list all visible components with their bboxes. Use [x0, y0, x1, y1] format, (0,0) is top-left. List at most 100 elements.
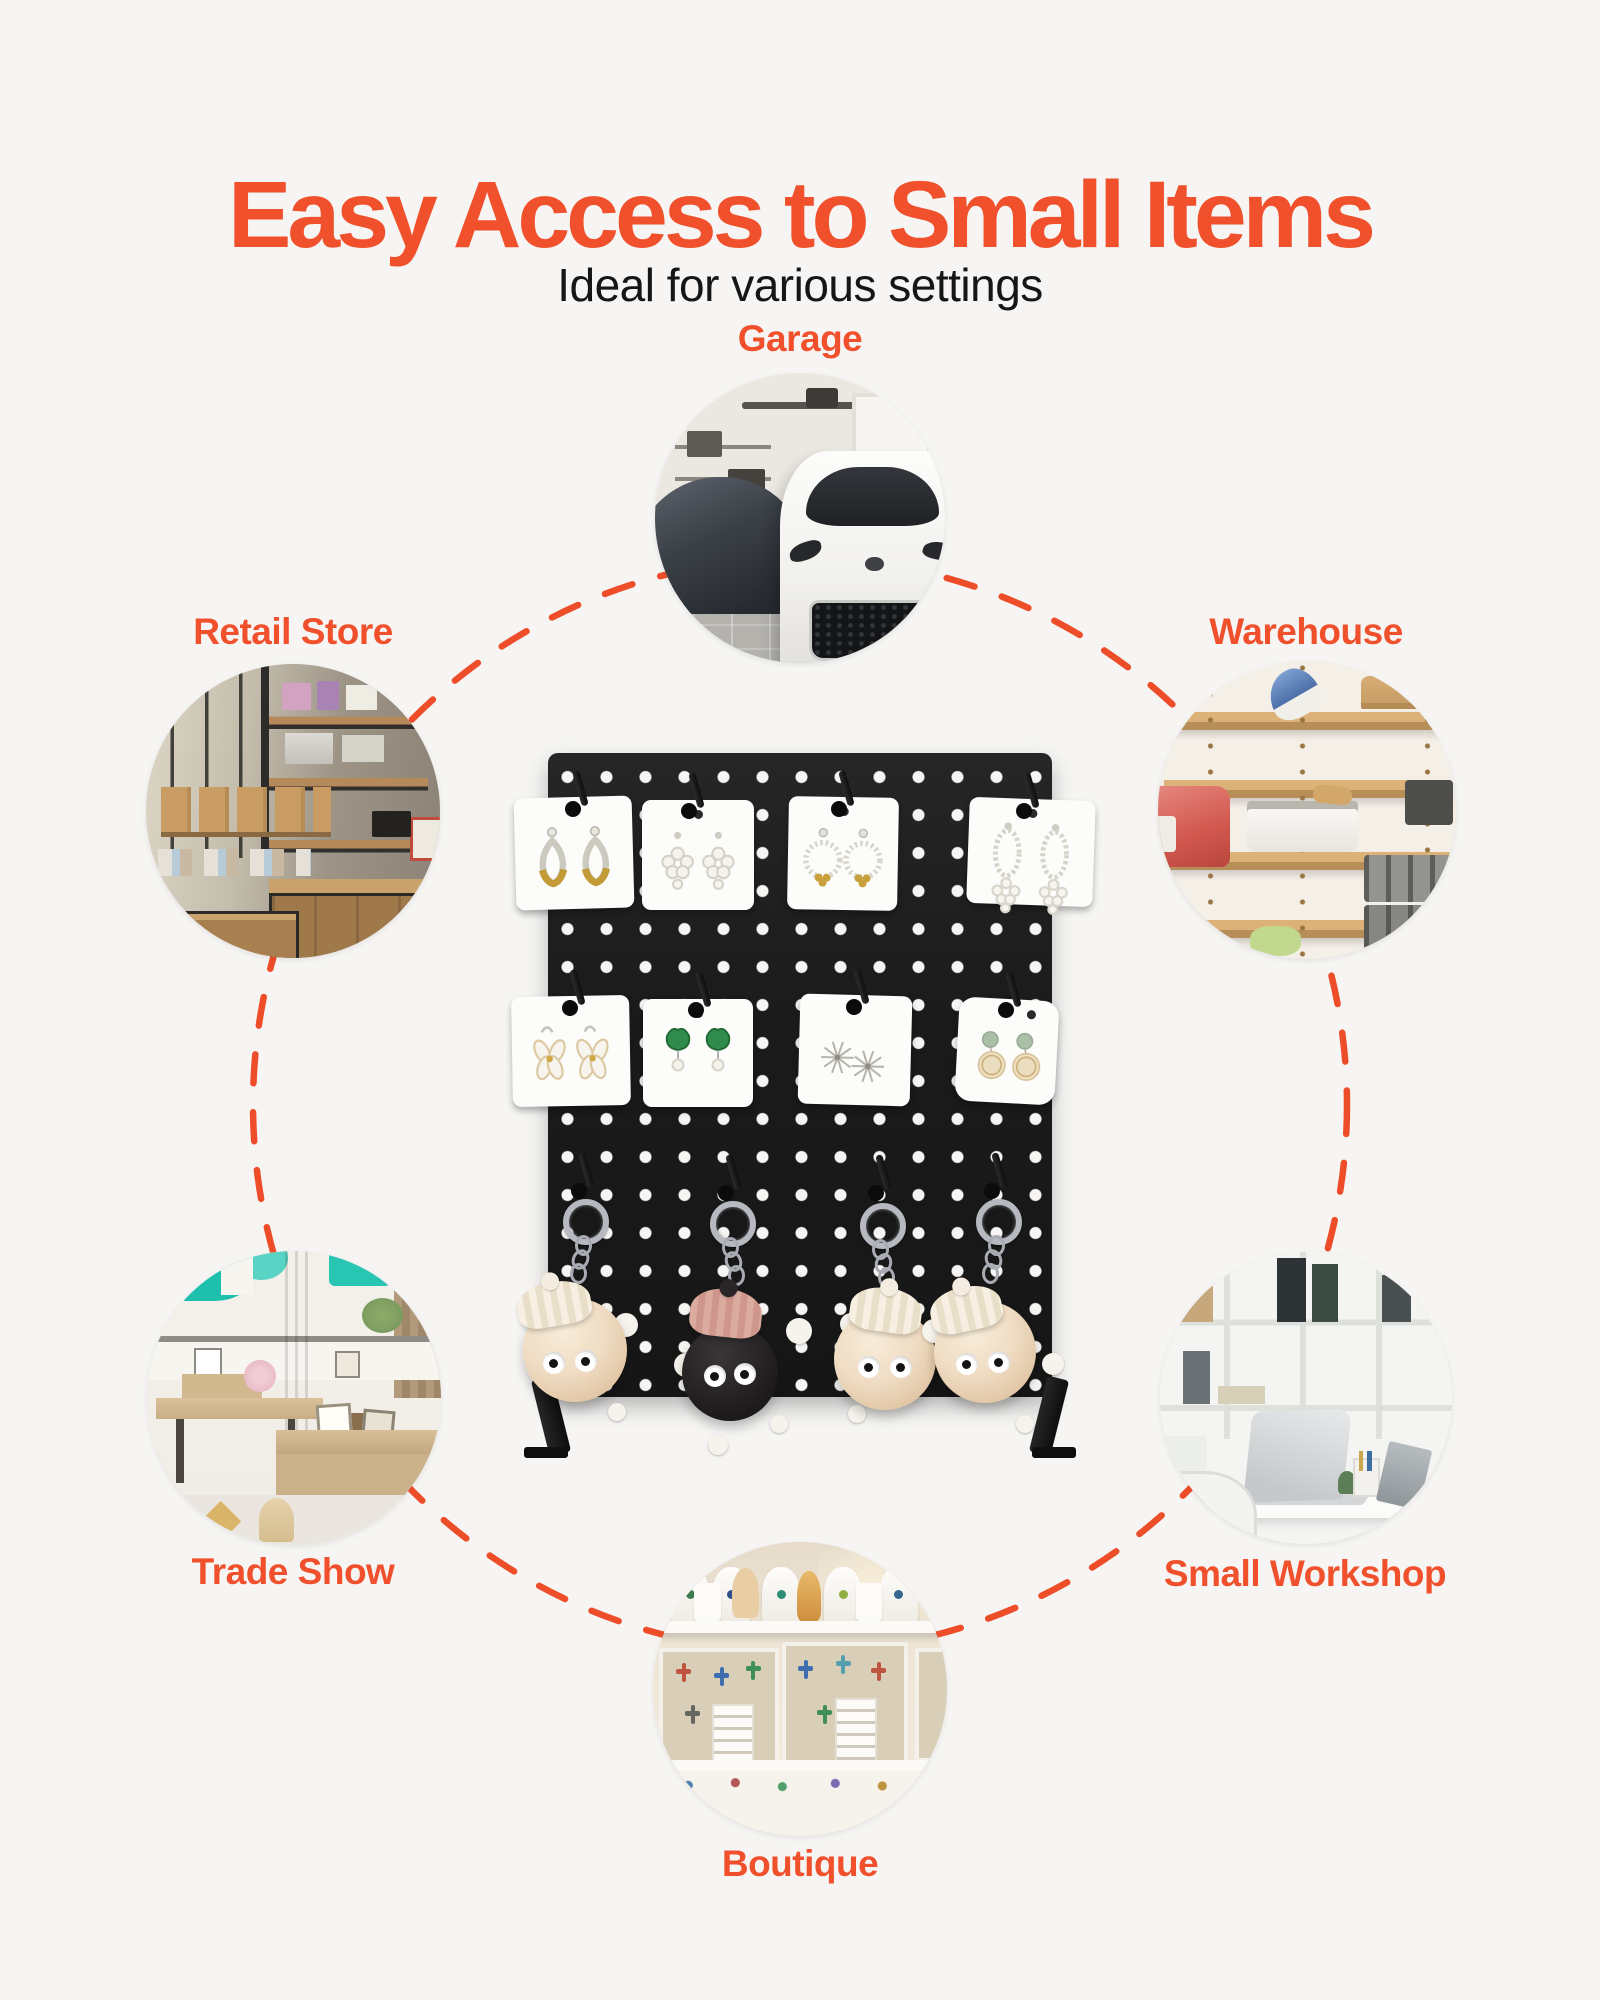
shelf-post	[260, 664, 270, 876]
plant	[361, 1298, 403, 1334]
googly-eye-icon	[575, 1350, 597, 1372]
mini-pompom	[1016, 1415, 1034, 1433]
mini-pompom	[770, 1415, 788, 1433]
display-shelf	[653, 1759, 947, 1772]
trade-show-photo	[147, 1251, 441, 1545]
display-shelf	[653, 1621, 947, 1634]
stand-foot-pad	[1032, 1447, 1076, 1458]
cross-pendant-icon	[835, 1655, 851, 1675]
display-table	[157, 910, 299, 958]
chain-link-icon	[570, 1263, 587, 1284]
earring-card-starburst	[797, 993, 913, 1107]
binder	[1183, 1351, 1210, 1404]
shelf-box	[345, 685, 378, 711]
peg-hook-icon	[562, 969, 586, 1016]
picture-frame	[335, 1350, 360, 1379]
pegboard-display	[511, 753, 1096, 1458]
necklace-bust	[823, 1566, 862, 1623]
pompom-plush	[926, 1279, 1036, 1403]
pendant-board	[915, 1647, 947, 1762]
pearl-petal-earrings-icon	[533, 1025, 609, 1081]
pendant-card	[694, 1583, 721, 1622]
peg-hook-icon	[688, 971, 712, 1018]
cross-pendant-icon	[745, 1660, 761, 1680]
pompom-plush-black	[682, 1285, 778, 1421]
gray-box	[1405, 780, 1454, 825]
shelf-pack	[342, 734, 384, 762]
peg-hook-icon	[571, 1152, 595, 1199]
paper-bags	[160, 787, 332, 837]
peg-hook-icon	[998, 971, 1022, 1018]
retail-store-photo	[146, 664, 440, 958]
page-title: Easy Access to Small Items	[228, 161, 1376, 268]
boutique-counter	[653, 1771, 947, 1836]
plant	[151, 666, 202, 703]
peg-hook-icon	[846, 968, 870, 1015]
setting-label-boutique: Boutique	[721, 1843, 879, 1884]
mini-pompom	[848, 1405, 866, 1423]
sage-disc-earrings-icon	[977, 1031, 1041, 1081]
laptop-screen	[1242, 1407, 1352, 1502]
blossom-earrings-icon	[661, 831, 735, 890]
setting-label-trade-show: Trade Show	[191, 1551, 395, 1592]
car-headlight	[920, 537, 945, 564]
peg-hook-icon	[868, 1154, 892, 1201]
storage-box	[1177, 1269, 1213, 1323]
table-front	[276, 1453, 441, 1496]
store-shelves	[269, 666, 429, 873]
googly-eye-icon	[734, 1363, 756, 1385]
railing	[147, 1336, 441, 1343]
googly-eye-icon	[890, 1356, 912, 1378]
bin-lid	[1158, 815, 1176, 852]
binder	[1276, 1257, 1306, 1323]
setting-label-garage: Garage	[737, 318, 863, 359]
page-subtitle: Ideal for various settings	[557, 259, 1043, 311]
earring-rack	[835, 1697, 878, 1764]
starburst-pins-icon	[821, 1041, 885, 1083]
setting-label-small-workshop: Small Workshop	[1163, 1553, 1447, 1594]
card-hole	[693, 810, 703, 819]
garage-door-opener	[805, 387, 838, 408]
flowers	[244, 1359, 277, 1393]
cross-pendant-icon	[871, 1662, 887, 1682]
googly-eye-icon	[956, 1353, 978, 1375]
printer	[1160, 1435, 1207, 1471]
shelf-box	[317, 681, 340, 711]
shelf-box	[282, 683, 311, 711]
earring-card-crystal-hoop	[787, 796, 899, 911]
car-emblem	[865, 557, 884, 572]
white-storage-tub	[1247, 801, 1358, 852]
peg-hook-icon	[984, 1152, 1008, 1199]
peg-hook-icon	[718, 1154, 742, 1201]
chain-link-icon	[575, 1235, 592, 1256]
mini-pompom	[786, 1318, 812, 1344]
cross-pendant-icon	[685, 1705, 701, 1725]
small-workshop-photo	[1160, 1252, 1452, 1544]
gray-crate	[1363, 854, 1456, 903]
cross-pendant-icon	[798, 1660, 814, 1680]
garage-shelf-item	[686, 431, 722, 458]
shelf-pack	[285, 732, 333, 764]
car-headlight	[787, 537, 825, 564]
peg-hook-icon	[831, 770, 855, 817]
cash-register	[372, 811, 411, 838]
binder	[1381, 1275, 1412, 1323]
pen	[1358, 1450, 1363, 1471]
setting-label-retail-store: Retail Store	[193, 611, 393, 652]
green-fan-earrings-icon	[665, 1027, 731, 1072]
small-goods	[157, 849, 311, 876]
necklace-bust	[879, 1566, 918, 1623]
earring-card-sage-disc	[954, 996, 1060, 1106]
pencil-cup	[1352, 1458, 1381, 1498]
necklace-bust	[761, 1566, 800, 1623]
chain-link-icon	[988, 1235, 1005, 1256]
chain-link-icon	[872, 1239, 889, 1260]
cross-pendant-icon	[676, 1663, 692, 1682]
earring-card-oval-tassel	[966, 796, 1096, 916]
pompom-plush	[834, 1283, 936, 1410]
earring-card-teardrop	[513, 795, 635, 911]
angel-figurine	[732, 1568, 759, 1619]
gold-teardrop-earrings-icon	[538, 826, 610, 888]
pendant-card	[855, 1583, 883, 1622]
crystal-hoop-earrings-icon	[803, 827, 883, 888]
